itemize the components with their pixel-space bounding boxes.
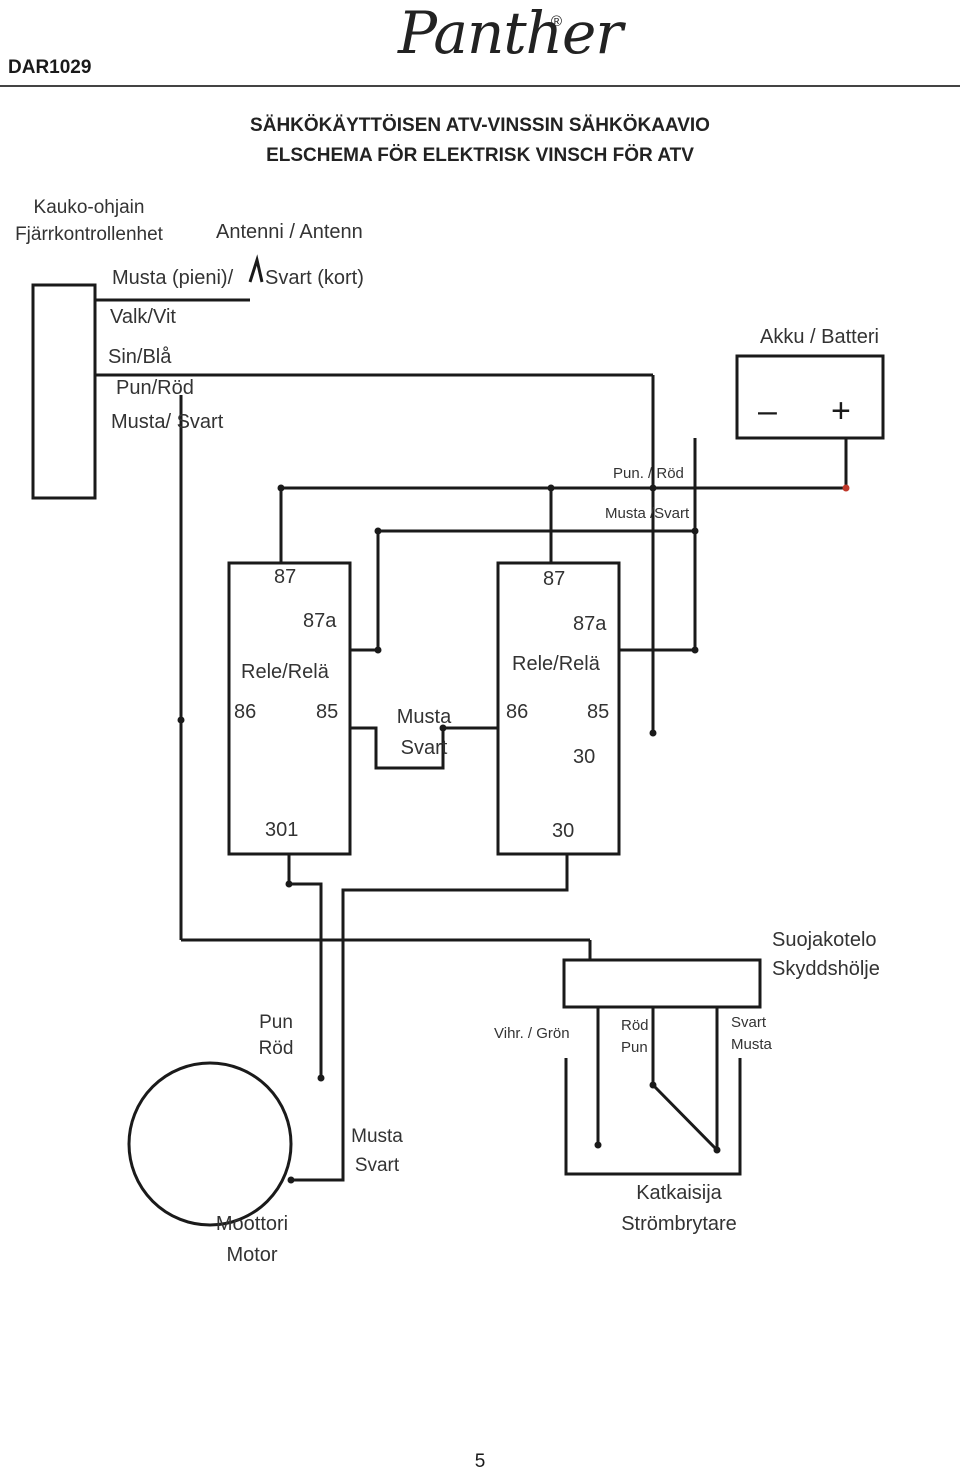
page-number: 5 (474, 1451, 486, 1472)
battery-minus-icon: – (758, 392, 777, 430)
antenna-label: Antenni / Antenn (216, 221, 363, 243)
relay-left-terminal-87a: 87a (303, 610, 337, 632)
antenna-wire (248, 254, 264, 283)
battery-label: Akku / Batteri (760, 326, 879, 348)
relay-right-terminal-87a: 87a (573, 613, 607, 635)
battery-wire-red-label: Pun. / Röd (613, 465, 684, 482)
relay-right-terminal-86: 86 (506, 701, 529, 723)
motor-wire-red-2: Röd (258, 1038, 294, 1059)
wire-relay-link (350, 726, 498, 770)
switch-wire-black-label-1: Svart (731, 1014, 767, 1031)
relay-left-terminal-85: 85 (316, 701, 339, 723)
relay-left-terminal-30: 301 (265, 819, 299, 841)
header-divider (0, 85, 960, 87)
switch-name-fi: Katkaisija (636, 1182, 722, 1204)
relay-right-terminal-87: 87 (543, 568, 566, 590)
document-code: DAR1029 (8, 57, 92, 78)
brand-logo: Panther (398, 0, 623, 67)
registered-mark: ® (551, 13, 563, 30)
relay-right-box (496, 561, 621, 856)
wire-label-black: Musta/ Svart (111, 411, 224, 433)
switch-box (564, 1058, 742, 1176)
relay-right-terminal-30a: 30 (573, 746, 596, 768)
diagram-title-fi: SÄHKÖKÄYTTÖISEN ATV-VINSSIN SÄHKÖKAAVIO (250, 115, 710, 136)
remote-name-sv: Fjärrkontrollenhet (15, 224, 163, 245)
junction-dots (177, 484, 850, 1184)
relay-right-terminal-85: 85 (587, 701, 610, 723)
switch-wire-black-label-2: Musta (731, 1036, 772, 1053)
wire-label-black-small: Musta (pieni)/ (112, 267, 234, 289)
battery-wire-black-label: Musta /Svart (605, 505, 690, 522)
switch-wire-red-label-1: Röd (621, 1017, 649, 1034)
wire-label-red: Pun/Röd (116, 377, 194, 399)
motor-wire-black-1: Musta (351, 1126, 403, 1147)
motor-name-fi: Moottori (215, 1213, 289, 1235)
motor-wire-red-1: Pun (259, 1012, 293, 1033)
cover-label-sv: Skyddshölje (772, 958, 880, 980)
relay-link-label-1: Musta (396, 706, 452, 728)
relay-right-label: Rele/Relä (512, 653, 600, 675)
switch-wire-green-label: Vihr. / Grön (494, 1025, 570, 1042)
switch-name-sv: Strömbrytare (621, 1213, 737, 1235)
battery-plus-icon: + (831, 392, 851, 430)
switch-wire-red-label-2: Pun (621, 1039, 648, 1056)
relay-left-terminal-87: 87 (274, 566, 297, 588)
remote-name-fi: Kauko-ohjain (33, 197, 145, 218)
relay-right-terminal-30b: 30 (552, 820, 575, 842)
remote-control-box (31, 283, 97, 500)
relay-link-label-2: Svart (400, 737, 448, 759)
wire-relay-right-out (291, 854, 569, 1182)
battery-box (735, 354, 885, 440)
motor-wire-black-2: Svart (354, 1155, 400, 1176)
relay-left-label: Rele/Relä (241, 661, 329, 683)
wire-label-black-short: Svart (kort) (265, 267, 364, 289)
wire-label-white: Valk/Vit (110, 306, 176, 328)
cover-label-fi: Suojakotelo (772, 929, 877, 951)
motor-name-sv: Motor (226, 1244, 278, 1266)
wire-relay-left-out (287, 854, 323, 1078)
motor-circle (127, 1061, 293, 1227)
switch-lever (651, 1083, 719, 1152)
relay-left-terminal-86: 86 (234, 701, 257, 723)
diagram-title-sv: ELSCHEMA FÖR ELEKTRISK VINSCH FÖR ATV (266, 145, 694, 166)
protective-cover-box (562, 958, 762, 1009)
wire-label-blue: Sin/Blå (108, 346, 172, 368)
